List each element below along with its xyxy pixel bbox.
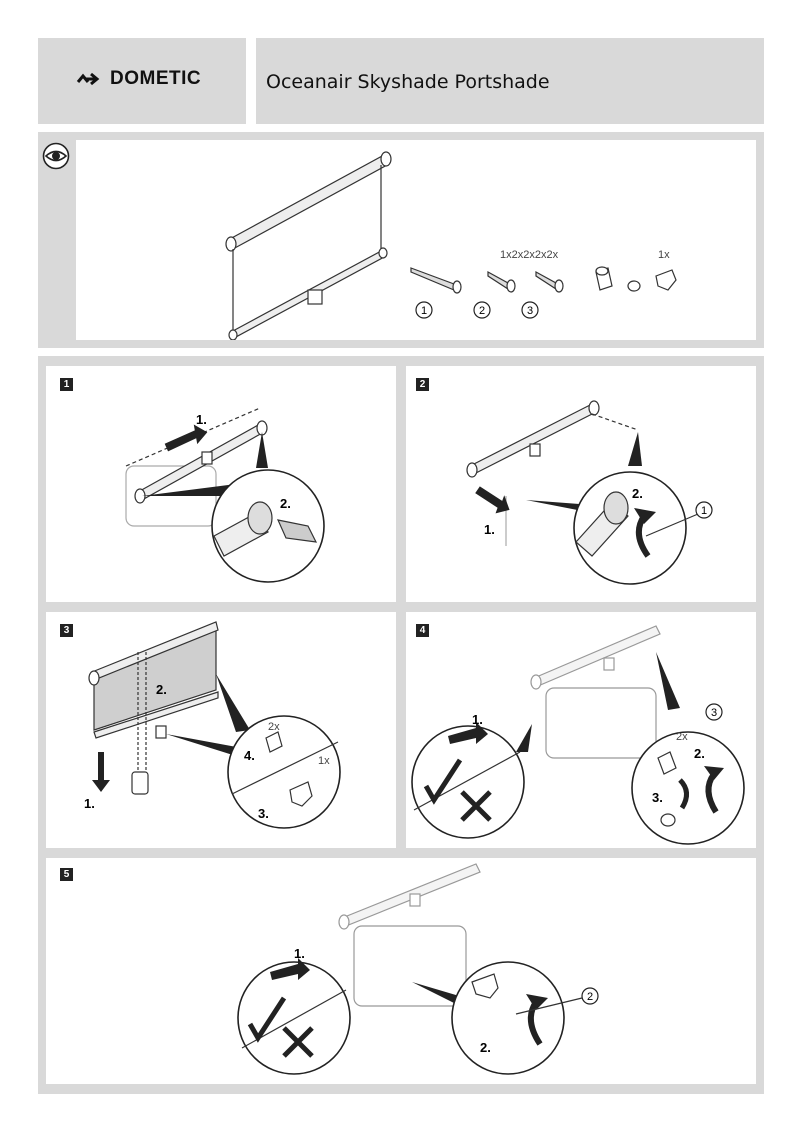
overview-illustration: 1x2x2x2x2x 1x 1 2 3 bbox=[76, 140, 756, 341]
step-3-qty-1x: 1x bbox=[318, 755, 330, 767]
step-3-label-1: 1. bbox=[84, 796, 95, 811]
roller-shade-drawing bbox=[225, 151, 392, 341]
step-2-panel: 2 1. 2. 1 bbox=[406, 366, 756, 602]
step-2-label-2: 2. bbox=[632, 486, 643, 501]
dometic-chevron-icon bbox=[76, 72, 100, 86]
step-4-label-2: 2. bbox=[694, 746, 705, 761]
dometic-logo: DOMETIC bbox=[76, 68, 201, 90]
svg-text:3: 3 bbox=[527, 305, 533, 317]
screw-1 bbox=[410, 267, 462, 294]
svg-text:1: 1 bbox=[701, 505, 707, 517]
page-title: Oceanair Skyshade Portshade bbox=[266, 71, 550, 93]
svg-text:2: 2 bbox=[479, 305, 485, 317]
svg-text:3: 3 bbox=[711, 707, 717, 719]
step-number: 2 bbox=[416, 378, 429, 391]
header-logo-box: DOMETIC bbox=[38, 38, 246, 124]
step-number: 1 bbox=[60, 378, 73, 391]
step-4-label-1: 1. bbox=[472, 712, 483, 727]
header-title-box: Oceanair Skyshade Portshade bbox=[256, 38, 764, 124]
step-5-label-1: 1. bbox=[294, 946, 305, 961]
part-number-2: 2 bbox=[473, 301, 491, 319]
step-1-label-1: 1. bbox=[196, 412, 207, 427]
overview-section: 1x2x2x2x2x 1x 1 2 3 bbox=[38, 132, 764, 348]
quantity-bracket: 1x bbox=[658, 249, 670, 261]
step-number: 4 bbox=[416, 624, 429, 637]
step-2-label-1: 1. bbox=[484, 522, 495, 537]
step-3-label-3: 3. bbox=[258, 806, 269, 821]
quantity-screws: 1x2x2x2x2x bbox=[500, 249, 559, 261]
step-3-label-2: 2. bbox=[156, 682, 167, 697]
step-1-label-2: 2. bbox=[280, 496, 291, 511]
svg-text:1: 1 bbox=[421, 305, 427, 317]
part-number-callout: 2 bbox=[581, 987, 599, 1005]
wall-plug bbox=[595, 266, 613, 291]
step-3-panel: 3 1. 2. 2x bbox=[46, 612, 396, 848]
step-number: 3 bbox=[60, 624, 73, 637]
svg-text:2: 2 bbox=[587, 991, 593, 1003]
step-5-panel: 5 1. 2. 2 bbox=[46, 858, 756, 1084]
part-number-1: 1 bbox=[415, 301, 433, 319]
step-4-qty-2x: 2x bbox=[676, 731, 688, 743]
step-5-label-2: 2. bbox=[480, 1040, 491, 1055]
step-1-panel: 1 1. 2. bbox=[46, 366, 396, 602]
brand-name: DOMETIC bbox=[110, 68, 202, 89]
step-3-qty-2x: 2x bbox=[268, 721, 280, 733]
steps-section: 1 1. 2. 2 bbox=[38, 356, 764, 1094]
step-3-label-4: 4. bbox=[244, 748, 255, 763]
part-number-callout: 1 bbox=[695, 501, 713, 519]
step-4-panel: 4 1. 2. 3. 2 bbox=[406, 612, 756, 848]
step-number: 5 bbox=[60, 868, 73, 881]
step-4-label-3: 3. bbox=[652, 790, 663, 805]
part-number-callout: 3 bbox=[705, 703, 723, 721]
bracket bbox=[655, 269, 677, 291]
screw-2 bbox=[487, 270, 516, 293]
part-number-3: 3 bbox=[521, 301, 539, 319]
screw-3 bbox=[535, 270, 564, 293]
eye-icon bbox=[42, 142, 70, 170]
screw-cap bbox=[627, 280, 641, 292]
